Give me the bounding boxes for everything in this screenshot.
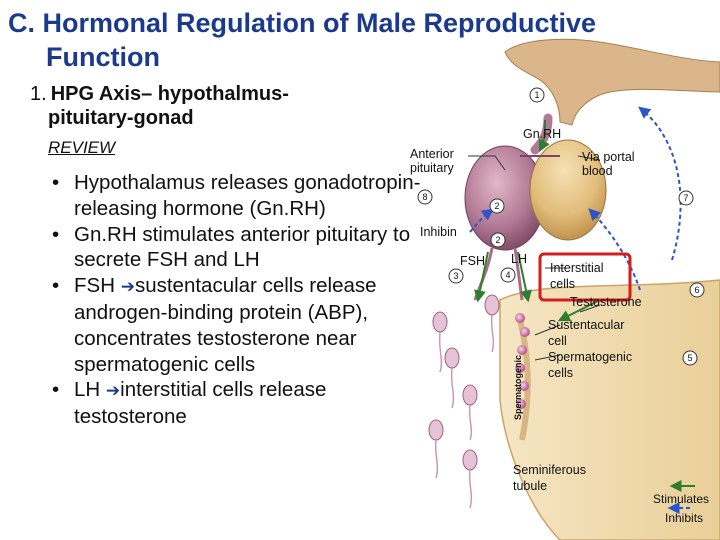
label-anterior-pituitary-2: pituitary bbox=[410, 161, 455, 175]
legend-stimulates-label: Stimulates bbox=[653, 492, 709, 506]
svg-text:8: 8 bbox=[422, 192, 427, 202]
label-anterior-pituitary-1: Anterior bbox=[410, 147, 454, 161]
arrow-fsh bbox=[474, 251, 489, 303]
slide-title: C. Hormonal Regulation of Male Reproduct… bbox=[8, 6, 708, 74]
label-sustentacular-1: Sustentacular bbox=[548, 318, 624, 332]
label-testosterone: Testosterone bbox=[570, 295, 642, 309]
step-marker-1: 1 bbox=[529, 87, 545, 103]
label-spermatogenic-1: Spermatogenic bbox=[548, 350, 632, 364]
legend-inhibits-label: Inhibits bbox=[665, 511, 703, 525]
label-seminiferous-1: Seminiferous bbox=[513, 463, 586, 477]
svg-text:5: 5 bbox=[687, 353, 692, 363]
spermatogenic-cells-group bbox=[515, 313, 530, 409]
legend: Stimulates Inhibits bbox=[653, 480, 709, 525]
label-spermatogenic-vertical: Spermatogenic bbox=[513, 355, 523, 420]
bullet-text: sustentacular cells release androgen-bin… bbox=[74, 274, 377, 376]
bullet-text: interstitial cells release testosterone bbox=[74, 378, 327, 429]
label-inhibin: Inhibin bbox=[420, 225, 457, 239]
step-marker-6: 6 bbox=[689, 282, 705, 298]
bullet-item: • LH ➔interstitial cells release testost… bbox=[50, 377, 440, 430]
svg-text:2: 2 bbox=[494, 201, 499, 211]
arrow-lh bbox=[517, 251, 532, 303]
label-lh: LH bbox=[511, 252, 527, 266]
step-marker-4: 4 bbox=[500, 267, 516, 283]
svg-text:7: 7 bbox=[683, 193, 688, 203]
interstitial-highlight-box bbox=[538, 252, 632, 302]
slide-title-line2: Function bbox=[46, 42, 160, 72]
bullet-text: LH bbox=[74, 378, 106, 402]
section-heading-line2: pituitary-gonad bbox=[48, 107, 194, 129]
step-markers: 1 2 2 3 4 5 6 7 8 bbox=[417, 87, 705, 366]
step-marker-8: 8 bbox=[417, 189, 433, 205]
section-heading-line1: HPG Axis– hypothalmus- bbox=[50, 83, 289, 105]
label-fsh: FSH bbox=[460, 254, 485, 268]
svg-text:1: 1 bbox=[534, 90, 539, 100]
bullet-dot-icon: • bbox=[52, 274, 60, 298]
bullet-text: Hypothalamus releases gonadotropin-relea… bbox=[74, 171, 421, 220]
step-marker-7: 7 bbox=[678, 190, 694, 206]
label-sustentacular-2: cell bbox=[548, 334, 567, 348]
slide-title-line1: C. Hormonal Regulation of Male Reproduct… bbox=[8, 8, 597, 38]
step-marker-2a: 2 bbox=[489, 198, 505, 214]
arrow-feedback-hypothalamus bbox=[638, 106, 682, 261]
bullet-text: FSH bbox=[74, 274, 121, 298]
bullet-list: • Hypothalamus releases gonadotropin-rel… bbox=[50, 170, 440, 430]
step-marker-2b: 2 bbox=[490, 232, 506, 248]
seminiferous-tubule-shape bbox=[499, 279, 720, 540]
arrow-right-icon: ➔ bbox=[105, 381, 121, 401]
label-gnrh: Gn.RH bbox=[523, 127, 561, 141]
arrow-gnrh bbox=[538, 119, 550, 153]
arrow-right-icon: ➔ bbox=[120, 277, 135, 297]
bullet-item: • Gn.RH stimulates anterior pituitary to… bbox=[50, 222, 440, 274]
label-interstitial-cells-1: Interstitial bbox=[550, 261, 604, 275]
posterior-pituitary-lobe bbox=[529, 139, 607, 241]
svg-text:3: 3 bbox=[453, 271, 458, 281]
bullet-dot-icon: • bbox=[52, 378, 60, 402]
hypothalamus-shape bbox=[504, 38, 720, 126]
label-interstitial-cells-2: cells bbox=[550, 277, 575, 291]
label-seminiferous-2: tubule bbox=[513, 479, 547, 493]
bullet-item: • Hypothalamus releases gonadotropin-rel… bbox=[50, 170, 440, 222]
label-via-portal-2: blood bbox=[582, 164, 613, 178]
bullet-dot-icon: • bbox=[52, 222, 60, 246]
arrow-testosterone bbox=[557, 299, 601, 322]
bullet-text: Gn.RH stimulates anterior pituitary to s… bbox=[74, 222, 411, 272]
review-label: REVIEW bbox=[48, 138, 116, 157]
leader-lines bbox=[468, 155, 601, 361]
svg-text:6: 6 bbox=[694, 285, 699, 295]
label-spermatogenic-2: cells bbox=[548, 366, 573, 380]
arrow-feedback-pituitary bbox=[588, 208, 641, 291]
svg-text:2: 2 bbox=[495, 235, 500, 245]
bullet-dot-icon: • bbox=[52, 171, 60, 194]
arrow-inhibin bbox=[469, 208, 494, 233]
section-number: 1. bbox=[30, 83, 47, 105]
spermatozoa-group bbox=[428, 294, 500, 471]
step-marker-3: 3 bbox=[448, 268, 464, 284]
sperm-tails bbox=[434, 314, 495, 509]
label-via-portal-1: Via portal bbox=[582, 150, 635, 164]
svg-text:4: 4 bbox=[505, 270, 510, 280]
step-marker-5: 5 bbox=[682, 350, 698, 366]
bullet-item: • FSH ➔sustentacular cells release andro… bbox=[50, 273, 440, 377]
section-heading: 1.HPG Axis– hypothalmus- pituitary-gonad bbox=[30, 82, 289, 130]
